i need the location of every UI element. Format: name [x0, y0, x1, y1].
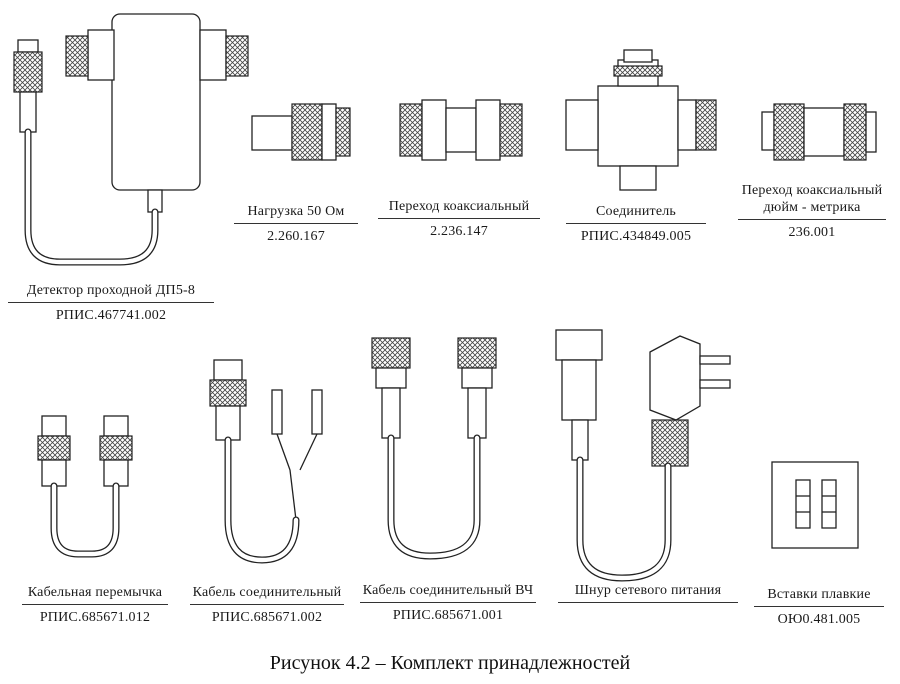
item-label-connecting-cable: Кабель соединительный РПИС.685671.002: [190, 584, 344, 626]
label-rule: [190, 604, 344, 605]
item-code: ОЮ0.481.005: [777, 612, 861, 627]
item-code: РПИС.434849.005: [580, 229, 692, 244]
item-name: Переход коаксиальный: [388, 199, 530, 214]
item-label-tee-connector: Соединитель РПИС.434849.005: [566, 203, 706, 245]
item-label-load: Нагрузка 50 Ом 2.260.167: [234, 203, 358, 245]
item-label-inch-metric-adapter: Переход коаксиальный дюйм - метрика 236.…: [738, 182, 886, 241]
item-code: РПИС.685671.012: [39, 610, 151, 625]
label-rule: [360, 602, 536, 603]
item-name: Кабельная перемычка: [27, 585, 163, 600]
load-icon: [251, 103, 351, 161]
item-name: Нагрузка 50 Ом: [247, 204, 345, 219]
label-rule: [738, 219, 886, 220]
inch-metric-adapter-icon: [761, 103, 877, 161]
label-rule: [234, 223, 358, 224]
item-label-coax-adapter: Переход коаксиальный 2.236.147: [378, 198, 540, 240]
item-name: Соединитель: [595, 204, 677, 219]
item-name: Шнур сетевого питания: [574, 583, 722, 598]
label-rule: [558, 602, 738, 603]
label-rule: [754, 606, 884, 607]
item-name: Кабель соединительный ВЧ: [362, 583, 534, 598]
item-code: РПИС.467741.002: [55, 308, 167, 323]
item-code: РПИС.685671.001: [392, 608, 504, 623]
item-label-fuses: Вставки плавкие ОЮ0.481.005: [754, 586, 884, 628]
item-name: Переход коаксиальный: [741, 183, 883, 198]
item-code: 2.260.167: [267, 229, 325, 244]
label-rule: [22, 604, 168, 605]
fuse-icon: [771, 461, 859, 549]
item-label-hf-cable: Кабель соединительный ВЧ РПИС.685671.001: [360, 582, 536, 624]
item-name: Кабель соединительный: [192, 585, 342, 600]
item-name: Детектор проходной ДП5-8: [26, 283, 196, 298]
detector-icon: [13, 13, 249, 266]
item-label-detector: Детектор проходной ДП5-8 РПИС.467741.002: [8, 282, 214, 324]
label-rule: [8, 302, 214, 303]
power-cord-icon: [555, 329, 731, 582]
item-code: РПИС.685671.002: [211, 610, 323, 625]
item-code: 2.236.147: [430, 224, 488, 239]
label-rule: [566, 223, 706, 224]
cable-jumper-icon: [37, 415, 133, 558]
item-name-line2: дюйм - метрика: [763, 200, 861, 215]
hf-cable-icon: [371, 337, 497, 560]
connecting-cable-icon: [209, 359, 323, 564]
coax-adapter-icon: [399, 99, 523, 161]
item-name: Вставки плавкие: [767, 587, 871, 602]
item-label-power-cord: Шнур сетевого питания: [558, 582, 738, 607]
item-code: 236.001: [788, 225, 836, 240]
label-rule: [378, 218, 540, 219]
tee-connector-icon: [565, 49, 717, 191]
item-label-cable-jumper: Кабельная перемычка РПИС.685671.012: [22, 584, 168, 626]
figure-caption: Рисунок 4.2 – Комплект принадлежностей: [269, 652, 631, 674]
